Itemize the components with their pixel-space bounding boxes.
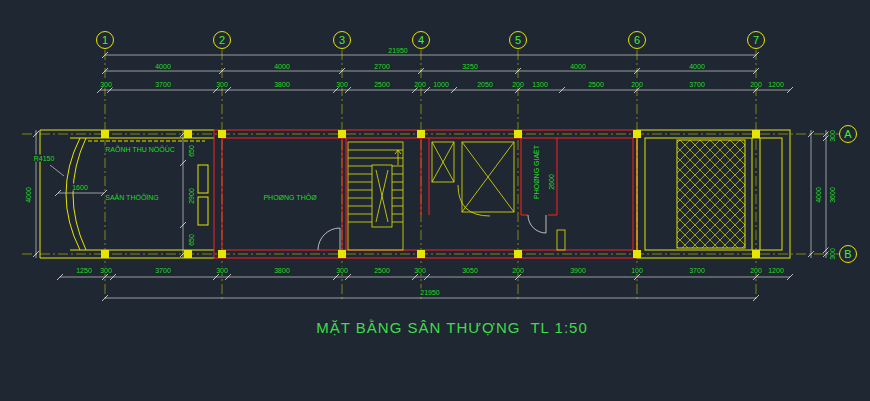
dimension-value: 300 [829,129,836,143]
dimension-value: 200 [630,81,644,88]
dimension-value: R4150 [33,155,56,162]
axis-number: B [844,249,851,260]
dimension-value: 200 [413,81,427,88]
room-name: SAÂN THÖÔÏNG [104,194,160,201]
axis-number: 3 [339,35,345,46]
dimension-value: 3900 [569,267,587,274]
terrace-outline [40,130,214,258]
axis-number: 7 [753,35,759,46]
axis-number: 4 [418,35,424,46]
dimension-value: 300 [829,247,836,261]
grid-axis-bubble: 5 [509,31,527,49]
dimension-value: 300 [215,81,229,88]
dimension-value: 300 [99,267,113,274]
dimension-value: 300 [335,81,349,88]
dimension-value: 2500 [373,267,391,274]
dimension-value: 300 [413,267,427,274]
dimension-value: 300 [215,267,229,274]
dimension-value: 3250 [461,63,479,70]
dimension-value: 300 [99,81,113,88]
room-name: RAÕNH THU NÖÔÙC [104,146,175,153]
dimension-value: 4000 [815,186,822,204]
grid-axis-bubble: 7 [747,31,765,49]
masonry-walls [214,130,637,258]
dimension-value: 3050 [461,267,479,274]
columns [101,130,760,258]
dimension-value: 200 [749,81,763,88]
dimension-value: 1200 [767,81,785,88]
dimension-value: 4000 [25,186,32,204]
axis-number: 5 [515,35,521,46]
axis-number: 2 [219,35,225,46]
dimension-value: 200 [511,267,525,274]
dimension-value: 2500 [587,81,605,88]
room-name: PHOØNG GIAËT [533,144,540,200]
drawing-title: MẶT BẰNG SÂN THƯỢNG TL 1:50 [316,320,588,335]
lift-shafts [432,142,514,216]
dimension-value: 21950 [387,47,408,54]
dimension-value: 1300 [531,81,549,88]
dimension-value: 200 [749,267,763,274]
grid-axis-bubble: 2 [213,31,231,49]
grid-axis-bubble: 1 [96,31,114,49]
dimension-value: 2600 [548,173,555,191]
grid-axis-lines [22,50,839,300]
grid-axis-bubble: A [839,125,857,143]
dimension-value: 3700 [154,81,172,88]
dimension-value: 3800 [273,81,291,88]
axis-number: 1 [102,35,108,46]
axis-number: 6 [634,35,640,46]
room-name: PHOØNG THÔØ [262,194,317,201]
dimension-value: 1250 [75,267,93,274]
dimension-value: 4000 [154,63,172,70]
dimension-value: 1200 [767,267,785,274]
doors [318,215,565,250]
grid-axis-bubble: 4 [412,31,430,49]
rear-bay [637,130,790,258]
dimension-value: 3700 [688,81,706,88]
grid-axis-bubble: 3 [333,31,351,49]
grid-axis-bubble: B [839,245,857,263]
dimension-value: 1600 [71,184,89,191]
dimension-value: 4000 [273,63,291,70]
dimension-value: 100 [630,267,644,274]
dimension-lines [33,52,829,301]
dimension-value: 650 [188,144,195,158]
staircase [348,142,403,250]
dimension-value: 650 [188,233,195,247]
dimension-value: 2700 [373,63,391,70]
dimension-value: 2500 [373,81,391,88]
dimension-value: 3700 [688,267,706,274]
dimension-value: 3800 [273,267,291,274]
dimension-value: 4000 [688,63,706,70]
dimension-value: 200 [511,81,525,88]
dimension-value: 4000 [569,63,587,70]
dimension-value: 1000 [432,81,450,88]
dimension-value: 300 [335,267,349,274]
dimension-value: 3700 [154,267,172,274]
dimension-value: 2050 [476,81,494,88]
axis-number: A [844,129,851,140]
dimension-value: 3600 [829,186,836,204]
dimension-value: 2900 [188,187,195,205]
dimension-value: 21950 [419,289,440,296]
grid-axis-bubble: 6 [628,31,646,49]
